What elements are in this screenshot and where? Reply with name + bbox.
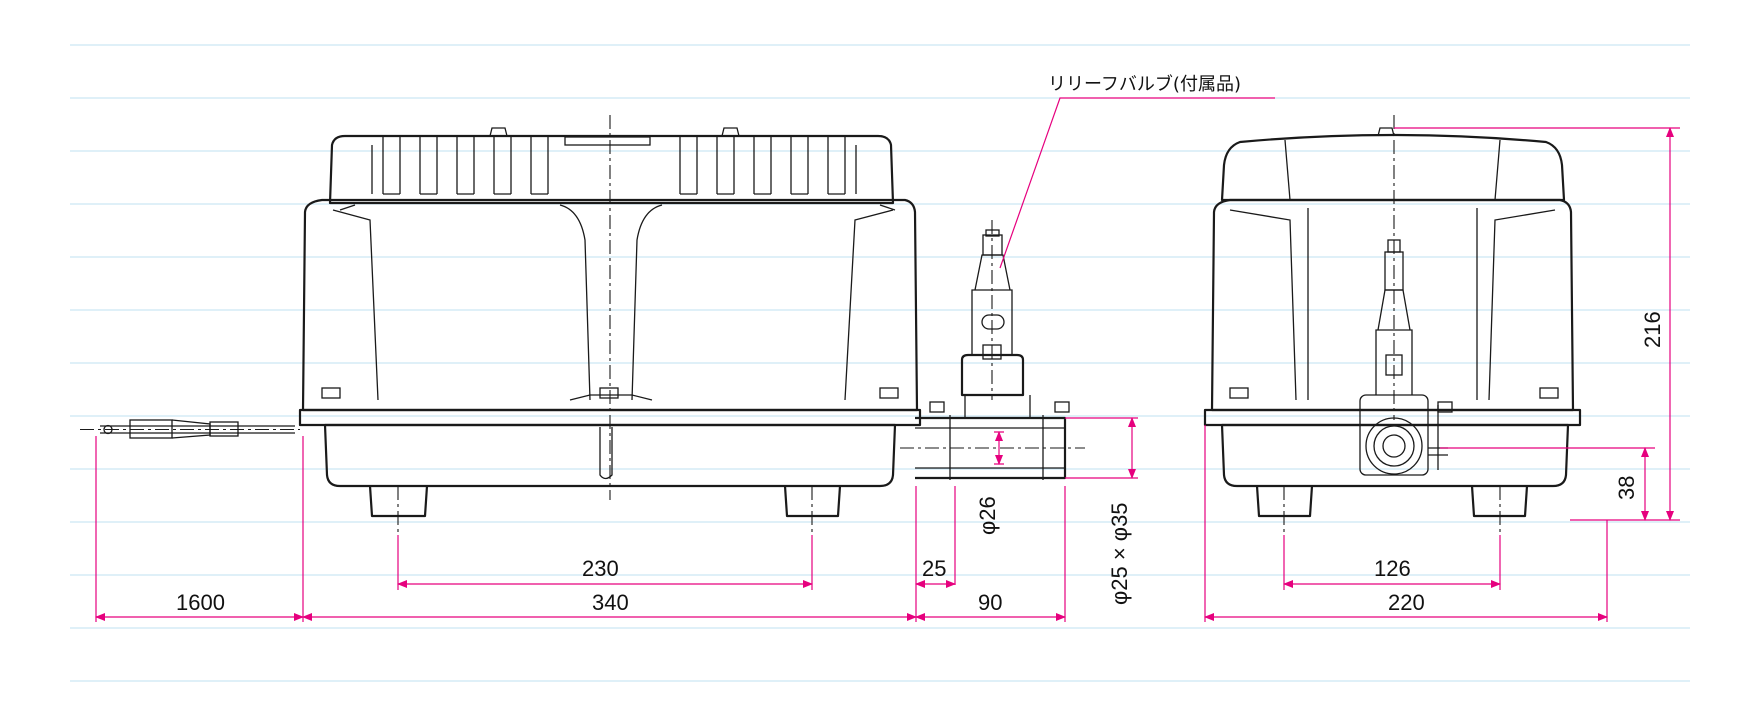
outlet-pipe bbox=[915, 395, 1067, 480]
dim-height: 216 bbox=[1640, 311, 1665, 348]
side-view bbox=[1203, 115, 1582, 535]
outlet-fitting-side bbox=[1359, 394, 1448, 476]
front-view bbox=[80, 115, 1085, 535]
relief-valve-label: リリーフバルブ(付属品) bbox=[1048, 73, 1241, 95]
dim-body-length: 340 bbox=[592, 590, 629, 615]
dim-outlet-offset: 25 bbox=[922, 556, 946, 581]
front-bolts bbox=[321, 387, 1070, 413]
dimension-labels: リリーフバルブ(付属品) 1600 340 230 25 90 126 220 … bbox=[176, 73, 1665, 615]
dim-cord-length: 1600 bbox=[176, 590, 225, 615]
dimension-lines bbox=[95, 97, 1680, 622]
dim-width: 220 bbox=[1388, 590, 1425, 615]
guide-lines bbox=[70, 44, 1690, 682]
dim-outlet-length: 90 bbox=[978, 590, 1002, 615]
dim-foot-spacing-front: 230 bbox=[582, 556, 619, 581]
dim-outlet-inner-diameter: φ26 bbox=[975, 496, 1000, 535]
front-lid-fins bbox=[371, 127, 857, 195]
dim-outlet-height: 38 bbox=[1614, 476, 1639, 500]
dim-foot-spacing-side: 126 bbox=[1374, 556, 1411, 581]
dim-outlet-pipe-size: φ25 × φ35 bbox=[1107, 502, 1132, 605]
